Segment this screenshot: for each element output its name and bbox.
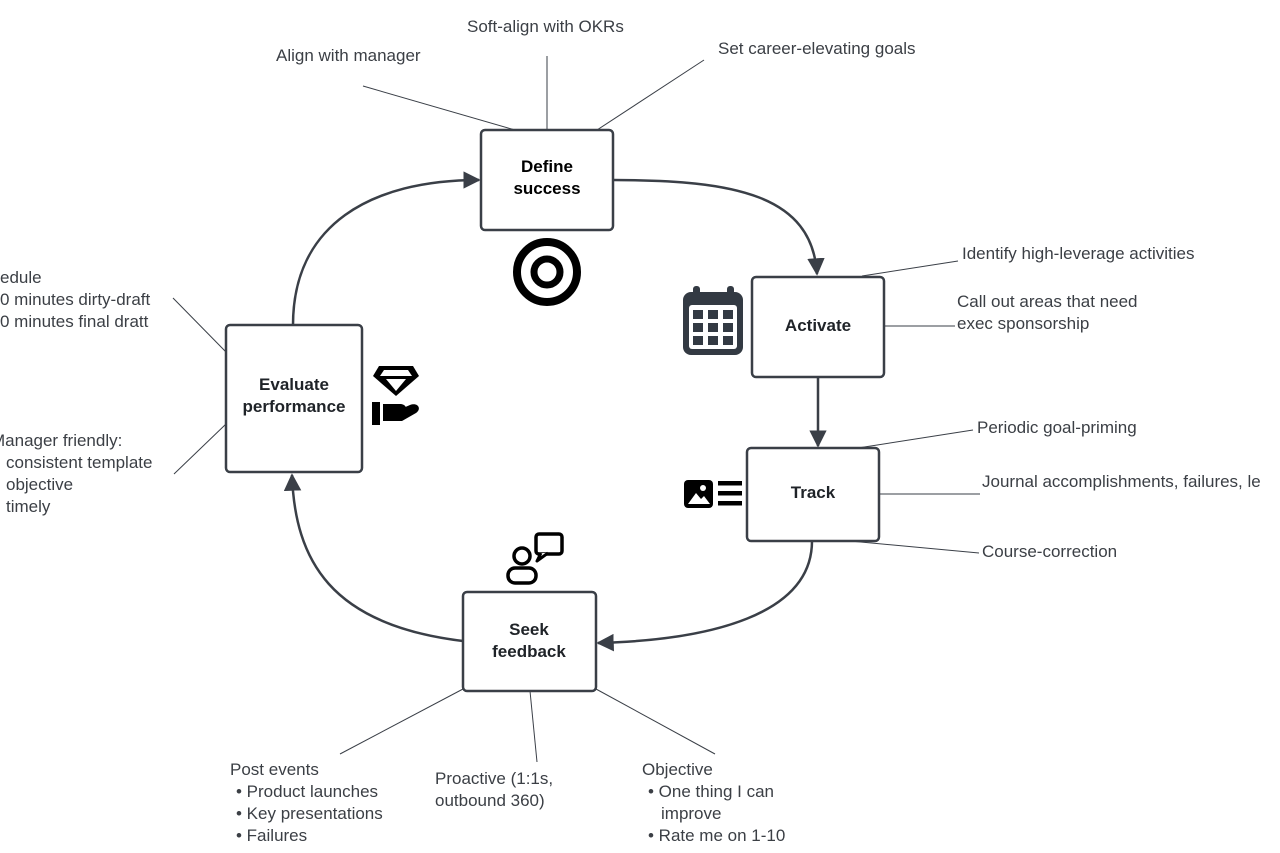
note-manager-friendly-2: consistent template: [6, 453, 152, 472]
note-goal-priming: Periodic goal-priming: [977, 418, 1137, 437]
note-objective-1: Objective: [642, 760, 713, 779]
note-post-events-3: • Key presentations: [236, 804, 383, 823]
node-evaluate-label-2: performance: [243, 397, 346, 416]
leader-career-goals: [596, 59, 705, 131]
node-define-label-2: success: [513, 179, 580, 198]
node-seek-label-1: Seek: [509, 620, 549, 639]
note-schedule-1: edule: [0, 268, 42, 287]
leader-align-manager: [362, 85, 516, 131]
note-journal: Journal accomplishments, failures, le: [982, 472, 1261, 491]
node-seek-feedback: Seek feedback: [461, 590, 598, 693]
target-icon: [513, 238, 581, 306]
note-post-events-4: • Failures: [236, 826, 307, 845]
note-proactive-1: Proactive (1:1s,: [435, 769, 553, 788]
note-objective-4: • Rate me on 1-10: [648, 826, 785, 845]
node-evaluate-performance: Evaluate performance: [224, 323, 364, 474]
note-proactive-2: outbound 360): [435, 791, 545, 810]
node-seek-label-2: feedback: [492, 642, 566, 661]
notes: Align with manager Soft-align with OKRs …: [0, 17, 1261, 845]
note-objective-2: • One thing I can: [648, 782, 774, 801]
leader-schedule: [172, 297, 227, 353]
note-schedule-2: 0 minutes dirty-draft: [0, 290, 150, 309]
feedback-icon: [506, 532, 564, 585]
calendar-icon: [683, 286, 743, 355]
note-exec-sponsorship-2: exec sponsorship: [957, 314, 1089, 333]
note-schedule-3: 0 minutes final dratt: [0, 312, 149, 331]
note-high-leverage: Identify high-leverage activities: [962, 244, 1194, 263]
note-course-correction: Course-correction: [982, 542, 1117, 561]
leader-lines: [172, 56, 980, 763]
note-align-manager: Align with manager: [276, 46, 421, 65]
node-evaluate-label-1: Evaluate: [259, 375, 329, 394]
leader-post-events: [339, 688, 464, 755]
note-career-goals: Set career-elevating goals: [718, 39, 916, 58]
diamond-hand-icon: [372, 366, 419, 425]
node-define-label-1: Define: [521, 157, 573, 176]
leader-course-correction: [849, 540, 980, 554]
leader-high-leverage: [861, 260, 959, 277]
node-define-success: Define success: [479, 128, 615, 232]
flow-arrows: [283, 171, 827, 652]
arrow-track-to-seek: [596, 540, 814, 652]
arrow-seek-to-evaluate: [283, 473, 464, 643]
note-post-events-1: Post events: [230, 760, 319, 779]
arrow-evaluate-to-define: [291, 171, 481, 326]
note-exec-sponsorship-1: Call out areas that need: [957, 292, 1138, 311]
note-soft-align: Soft-align with OKRs: [467, 17, 624, 36]
leader-goal-priming: [857, 429, 974, 449]
node-activate-label: Activate: [785, 316, 851, 335]
node-activate: Activate: [750, 275, 886, 379]
leader-objective: [595, 688, 716, 755]
node-track: Track: [745, 446, 881, 543]
note-manager-friendly-4: timely: [6, 497, 51, 516]
node-track-label: Track: [791, 483, 836, 502]
note-post-events-2: • Product launches: [236, 782, 378, 801]
leader-proactive: [529, 690, 538, 763]
note-objective-3: improve: [661, 804, 721, 823]
journal-icon: [684, 480, 742, 508]
note-manager-friendly-3: objective: [6, 475, 73, 494]
leader-manager-friendly: [173, 423, 227, 475]
note-manager-friendly-1: Manager friendly:: [0, 431, 122, 450]
arrow-define-to-activate: [612, 178, 825, 276]
